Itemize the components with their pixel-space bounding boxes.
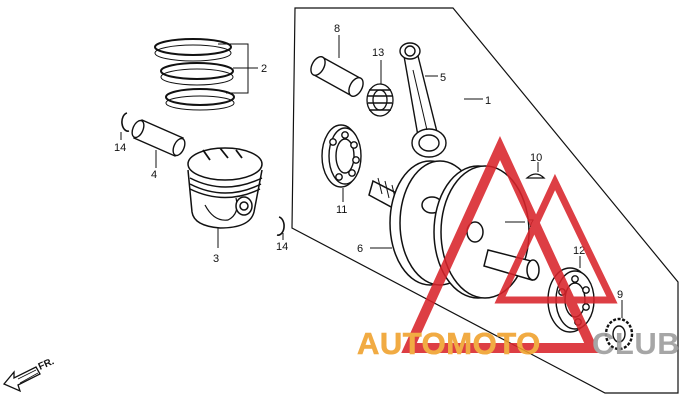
callout-9: 9 xyxy=(617,289,623,301)
callout-14-right: 14 xyxy=(276,241,288,253)
callout-6: 6 xyxy=(357,243,363,255)
needle-bearing xyxy=(366,60,394,117)
piston xyxy=(187,147,263,248)
connecting-rod xyxy=(399,42,447,158)
watermark-text-grey: CLUB xyxy=(592,326,680,361)
callout-5: 5 xyxy=(440,72,446,84)
woodruff-key xyxy=(525,162,546,179)
watermark: AUTOMOTO CLUB xyxy=(357,135,680,361)
callout-labels: 1 2 3 4 5 6 7 8 9 10 11 12 13 14 14 xyxy=(114,23,623,301)
ring-leader-lines xyxy=(218,43,258,94)
timing-gear xyxy=(604,300,634,351)
piston-clip-right xyxy=(276,216,285,240)
callout-12: 12 xyxy=(573,245,585,257)
arrow-icon xyxy=(2,366,41,393)
callout-10: 10 xyxy=(530,152,542,164)
ball-bearing-left xyxy=(321,124,362,202)
callout-1: 1 xyxy=(485,95,491,107)
piston-rings xyxy=(154,38,235,111)
watermark-logo xyxy=(401,135,618,353)
watermark-text-orange: AUTOMOTO xyxy=(357,326,541,361)
callout-4: 4 xyxy=(151,169,157,181)
callout-11: 11 xyxy=(336,204,347,216)
callout-2: 2 xyxy=(261,63,267,75)
callout-3: 3 xyxy=(213,253,219,265)
callout-14-left: 14 xyxy=(114,142,126,154)
assembly-outline xyxy=(291,7,679,394)
piston-clip-left xyxy=(120,112,130,140)
crank-pin xyxy=(310,35,364,97)
callout-8: 8 xyxy=(334,23,340,35)
front-direction-marker: FR. xyxy=(2,356,56,393)
callout-13: 13 xyxy=(372,47,384,59)
fr-label: FR. xyxy=(37,356,56,373)
piston-pin xyxy=(131,119,186,168)
